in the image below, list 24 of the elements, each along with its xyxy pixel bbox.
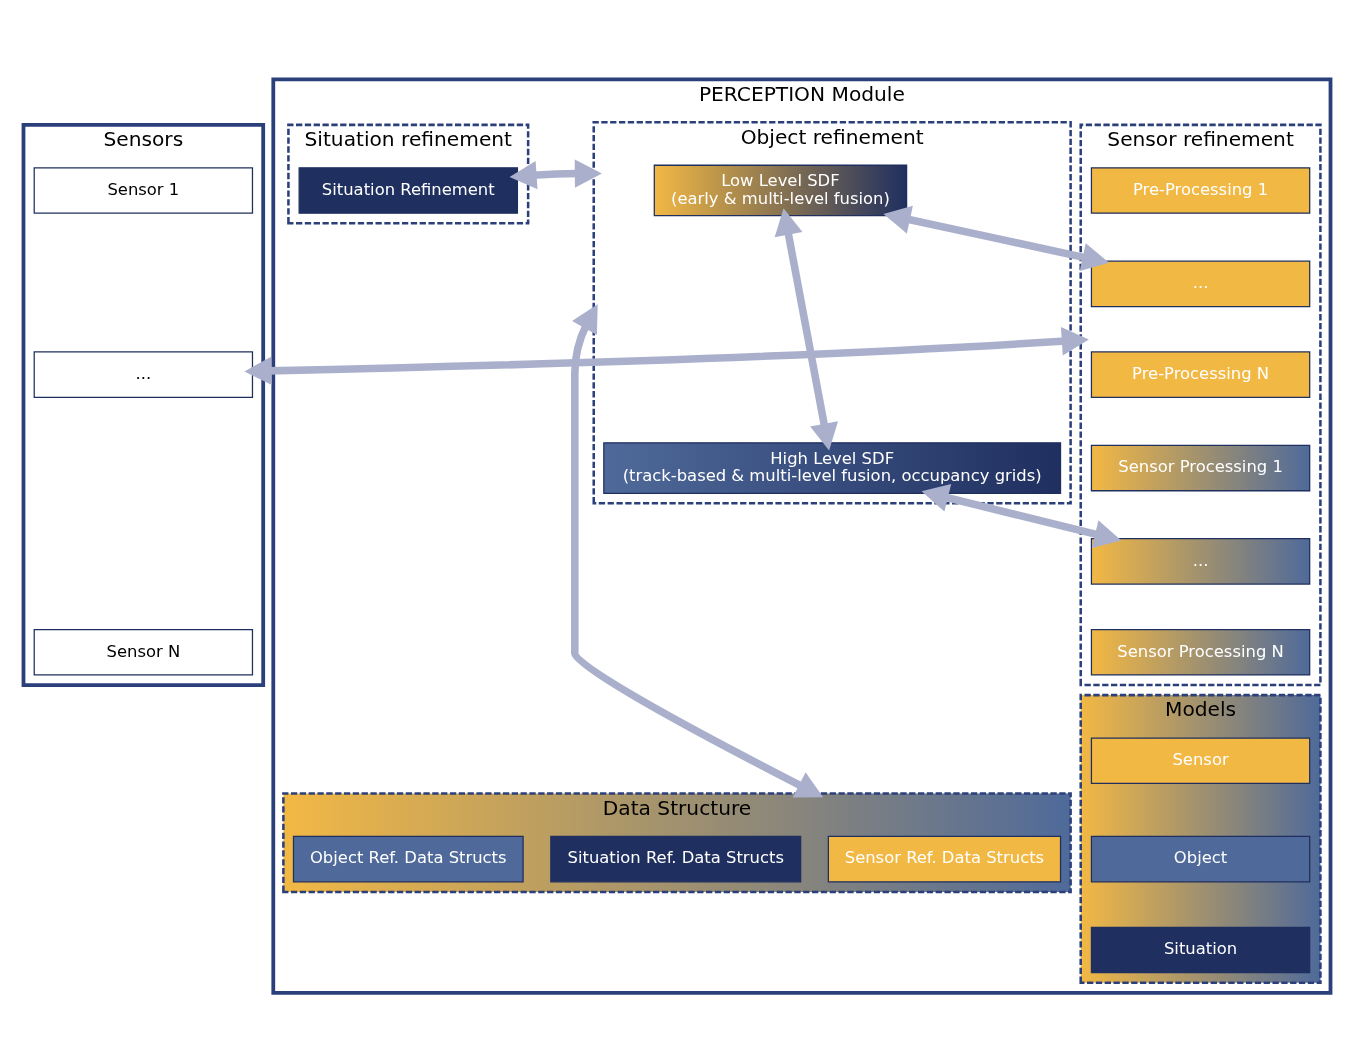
- node-box: Pre-Processing 1: [1090, 167, 1311, 214]
- node-box: ...: [1090, 260, 1311, 308]
- node-box: High Level SDF (track-based & multi-level fusion, occupancy grids): [603, 442, 1062, 494]
- node-box: Sensor 1: [33, 167, 254, 214]
- node-box: Situation Ref. Data Structs: [550, 835, 802, 883]
- node-box: Object Ref. Data Structs: [292, 835, 524, 883]
- arrow: [883, 205, 1110, 271]
- node-box: Low Level SDF (early & multi-level fusion): [653, 164, 908, 217]
- node-box: Sensor Processing N: [1090, 628, 1311, 676]
- node-box: Sensor Ref. Data Structs: [827, 835, 1062, 883]
- node-box: Situation: [1090, 926, 1311, 974]
- node-box: ...: [1090, 538, 1311, 585]
- node-box: Pre-Processing N: [1090, 351, 1311, 398]
- arrow: [509, 159, 602, 190]
- arrow: [571, 304, 824, 798]
- node-box: Sensor Processing 1: [1090, 444, 1311, 492]
- arrow: [921, 484, 1122, 548]
- node-box: Object: [1090, 835, 1311, 883]
- node-box: Situation Refinement: [298, 167, 519, 214]
- node-box: Sensor: [1090, 737, 1311, 785]
- arrow: [774, 208, 839, 451]
- node-box: Sensor N: [33, 628, 254, 676]
- arrow: [244, 327, 1089, 386]
- node-box: ...: [33, 351, 254, 398]
